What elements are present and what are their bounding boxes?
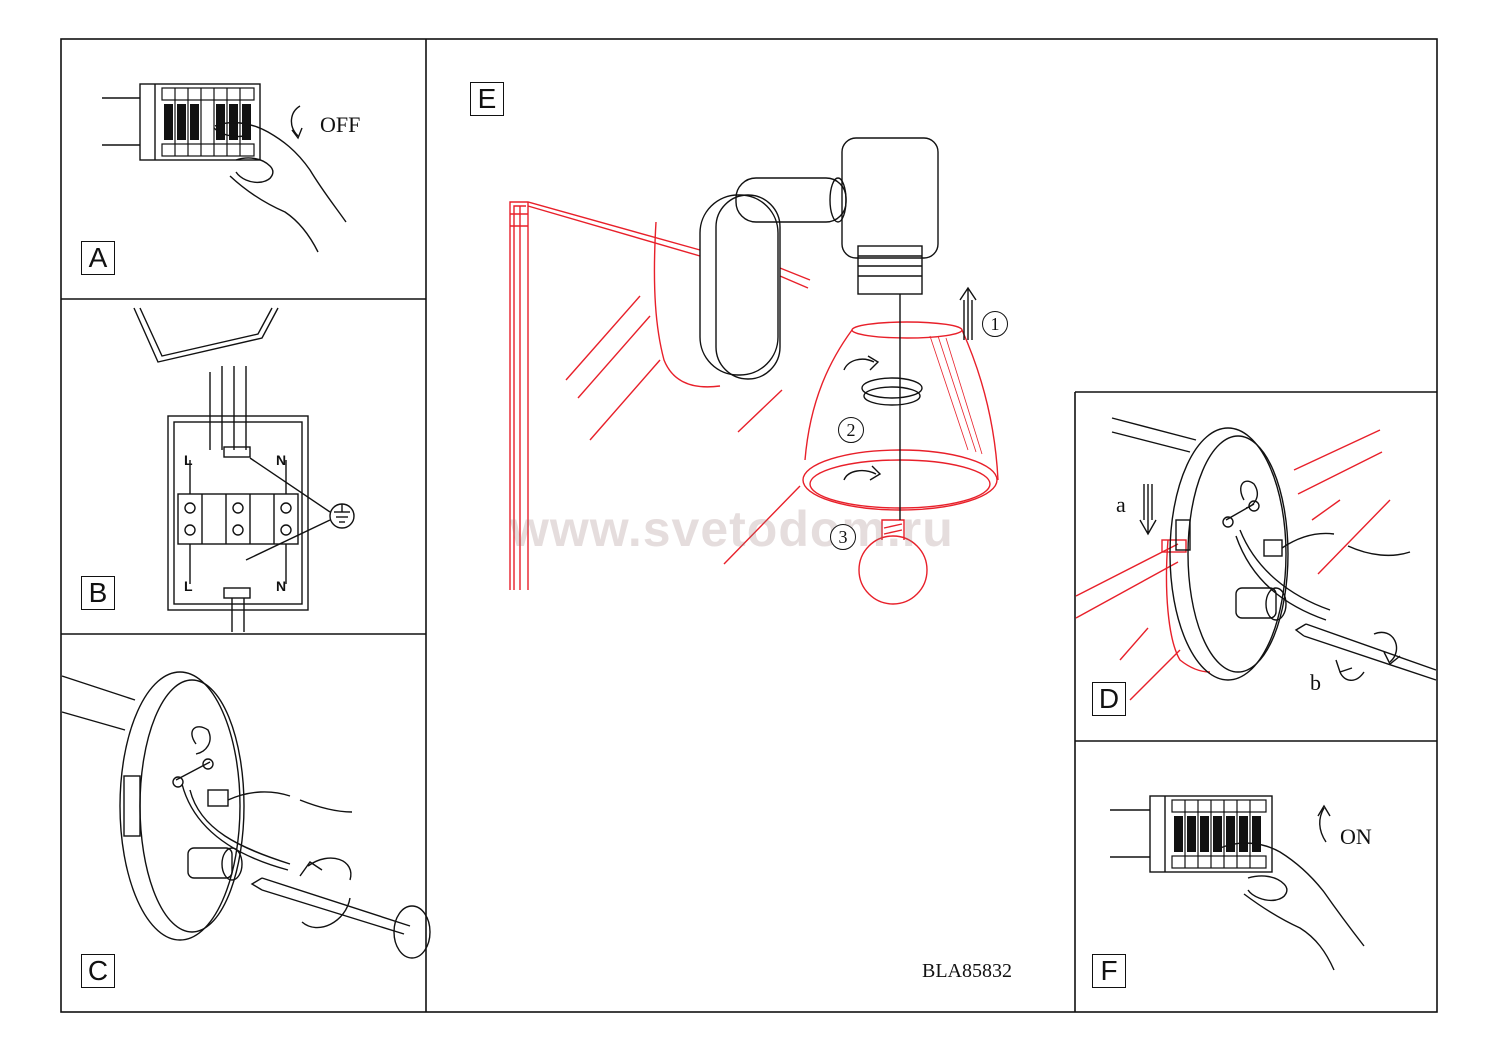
mounting-plate-screwdriver-illustration	[61, 671, 431, 959]
on-label: ON	[1340, 824, 1372, 849]
panel-label-b: B	[81, 576, 115, 610]
step-a-label: a	[1116, 492, 1126, 517]
terminal-block-wiring-illustration	[133, 307, 355, 632]
wire-l-bottom-label: L	[184, 578, 193, 594]
panel-label-c: C	[81, 954, 115, 988]
off-label: OFF	[320, 112, 361, 137]
model-code: BLA85832	[922, 960, 1012, 982]
wall-mount-screwdriver-illustration	[1075, 417, 1437, 701]
panel-label-e: E	[470, 82, 504, 116]
step-1-marker: 1	[982, 311, 1008, 337]
panel-label-a: A	[81, 241, 115, 275]
panel-label-d: D	[1092, 682, 1126, 716]
panel-label-f: F	[1092, 954, 1126, 988]
step-b-label: b	[1310, 670, 1321, 695]
breaker-box-on-illustration	[1110, 795, 1365, 971]
step-3-marker: 3	[830, 524, 856, 550]
wire-n-bottom-label: N	[276, 578, 287, 594]
watermark-text: www.svetodom.ru	[510, 501, 954, 557]
panel-frame	[60, 38, 1438, 1013]
lamp-assembly-illustration	[509, 137, 999, 605]
step-2-marker: 2	[838, 417, 864, 443]
breaker-box-off-illustration	[102, 83, 347, 253]
wire-l-top-label: L	[184, 452, 193, 468]
wire-n-top-label: N	[276, 452, 287, 468]
